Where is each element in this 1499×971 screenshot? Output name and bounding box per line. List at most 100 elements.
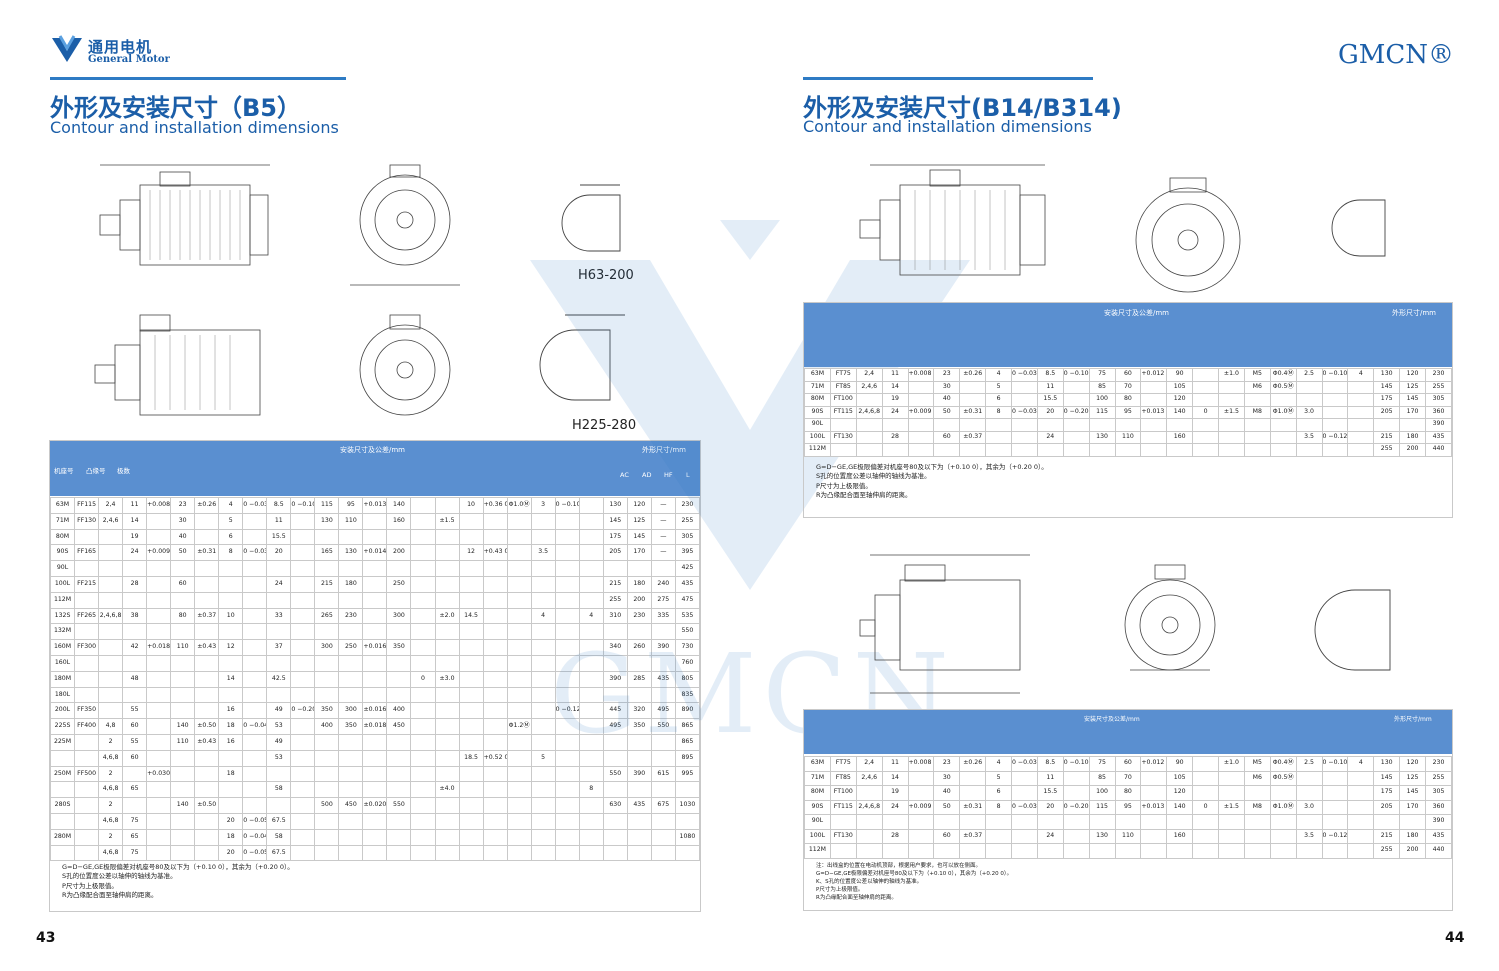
table-cell: 30 [933,770,961,786]
table-cell: 8.5 [1036,756,1064,772]
table-cell [458,702,484,720]
table-cell [458,781,484,799]
table-cell [98,670,124,688]
table-cell [650,812,676,830]
table-cell [194,749,220,767]
table-cell [434,749,460,767]
table-cell [146,702,172,720]
table-cell: 18 [218,765,244,783]
table-cell: 8.5 [1036,368,1064,382]
left-header-frame: 机座号 [54,467,74,475]
table-cell [218,560,244,577]
right-note2-5: R为凸缘配合面至轴伸肩的距离。 [816,894,897,901]
table-cell [1347,418,1375,432]
table-cell [434,575,460,593]
table-cell [855,393,883,407]
table-cell [194,512,220,530]
table-cell [338,733,364,751]
table-cell [554,591,580,609]
table-cell [410,765,436,783]
table-cell: 132S [49,607,76,625]
table-cell [242,591,268,609]
table-cell [985,418,1012,432]
table-cell [482,607,508,625]
table-cell: 40 [933,393,961,407]
table-cell [74,670,100,688]
table-cell [1373,814,1401,830]
left-header-AD: AD [642,471,652,479]
table-cell [49,812,76,830]
table-cell [410,497,436,514]
table-cell [362,560,388,577]
table-cell [1062,828,1090,844]
table-cell [1011,418,1038,432]
table-cell: 205 [602,544,628,562]
table-cell: 90L [49,560,76,577]
table-cell [1140,843,1168,859]
table-cell [482,528,508,546]
table-cell [458,560,484,577]
table-cell: 140 [1166,799,1194,815]
table-cell [554,844,580,862]
table-cell [1218,430,1245,444]
table-cell: ±0.31 [959,405,987,419]
table-cell [242,607,268,625]
table-cell: 435 [1425,430,1452,444]
table-cell: 14 [122,512,148,530]
table-cell [458,765,484,783]
table-cell [49,844,76,862]
table-cell: 310 [602,607,628,625]
table-cell: 180 [1399,430,1426,444]
table-cell: 805 [674,670,701,688]
table-cell: 390 [602,670,628,688]
table-cell [650,828,676,846]
table-cell: FF350 [74,702,100,720]
table-cell [1192,770,1219,786]
table-cell: 3.5 [1295,430,1323,444]
table-cell [434,686,460,704]
table-cell: +0.016 −0.013 [362,639,388,656]
table-cell [146,812,172,830]
table-cell: 38 [122,607,148,625]
table-cell [338,654,364,672]
table-cell [290,781,316,799]
table-cell [266,686,292,704]
table-cell [98,623,124,641]
table-cell [49,781,76,799]
table-cell [218,623,244,641]
table-cell [146,686,172,704]
table-cell [1166,843,1194,859]
table-cell: 0 −0.10 [290,497,316,514]
table-cell [1243,443,1271,457]
table-cell [1192,814,1219,830]
table-cell: 2,4,6,8 [855,799,883,815]
table-cell [290,812,316,830]
table-cell: 250 [338,639,364,656]
table-cell: 6 [985,393,1012,407]
table-cell [1347,405,1375,419]
table-cell: 145 [1399,785,1426,801]
right-table2-outline: 外形尺寸/mm [1394,716,1432,723]
table-cell: 63M [804,368,831,382]
table-cell [314,528,340,546]
table-cell [338,765,364,783]
table-cell [98,591,124,609]
table-cell [410,828,436,846]
table-cell [386,765,412,783]
left-header-flange: 凸缘号 [86,467,106,475]
table-cell [386,560,412,577]
table-cell: 160 [1166,828,1194,844]
table-cell [1347,770,1375,786]
table-cell: 20 [266,544,292,562]
table-cell: 90 [1166,368,1194,382]
table-cell: 100 [1088,785,1116,801]
table-cell [290,591,316,609]
table-cell: — [650,528,676,546]
table-cell: 265 [314,607,340,625]
table-cell [1011,785,1038,801]
table-cell [314,765,340,783]
table-cell: 4,6,8 [98,749,124,767]
